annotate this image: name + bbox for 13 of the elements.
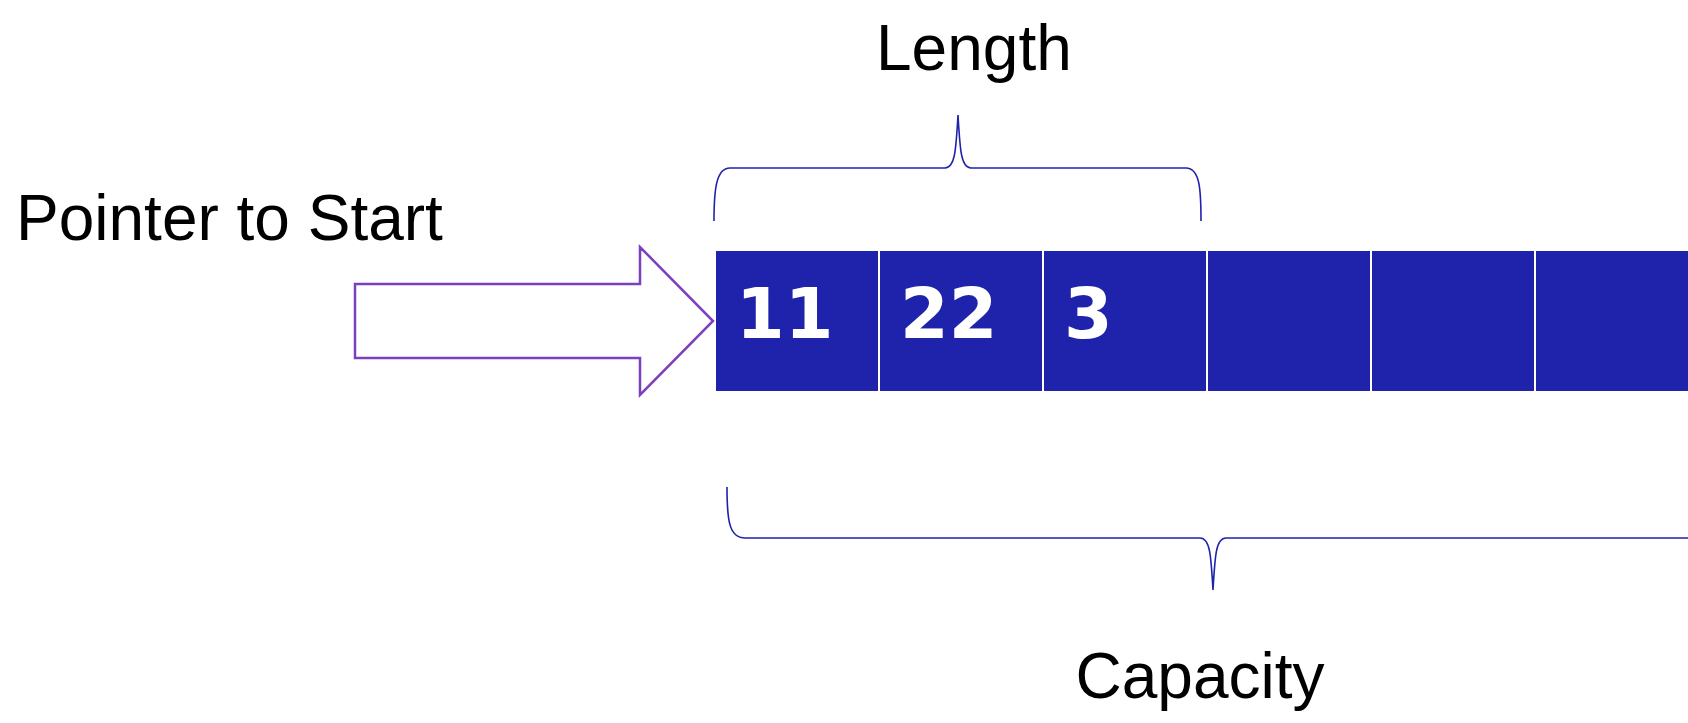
pointer-label: Pointer to Start <box>16 180 443 256</box>
array-cell <box>716 251 878 391</box>
block-arrow <box>353 243 715 399</box>
array-cell <box>1044 251 1206 391</box>
cell-value: 22 <box>900 272 998 357</box>
array-cell <box>880 251 1042 391</box>
cell-value: 11 <box>736 272 834 357</box>
dimension-label: Capacity <box>1075 639 1325 714</box>
array-cell <box>1536 251 1688 391</box>
cell-value: 3 <box>1064 272 1113 357</box>
array-cell <box>1208 251 1370 391</box>
dimension-label: Length <box>876 11 1072 86</box>
array-cell <box>1372 251 1534 391</box>
